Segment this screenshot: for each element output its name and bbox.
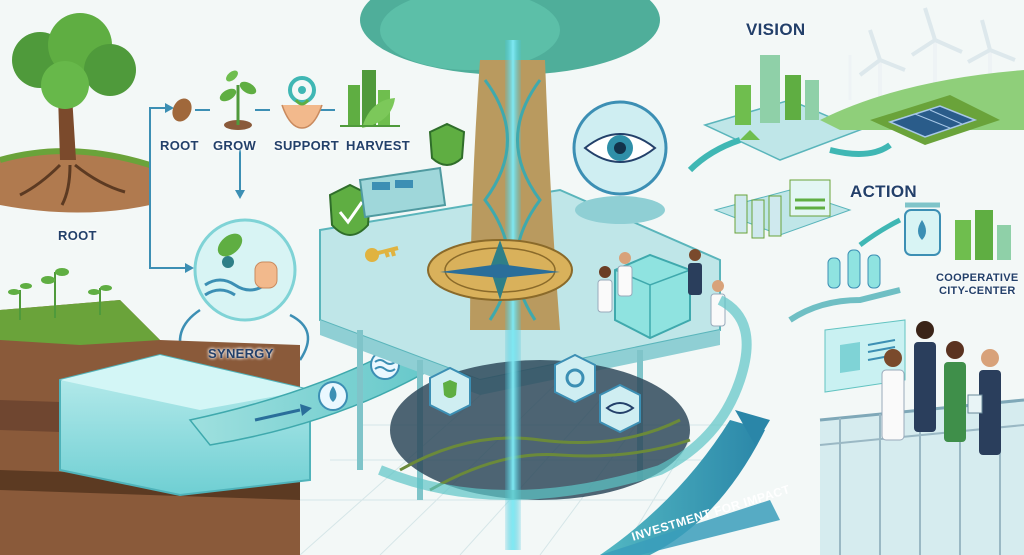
synergy-label: SYNERGY (208, 346, 274, 361)
support-hands-icon (282, 78, 322, 128)
step-harvest-label: HARVEST (346, 138, 410, 153)
action-greenhouse (715, 180, 850, 238)
control-panel (360, 168, 445, 217)
step-root-label: ROOT (160, 138, 199, 153)
step-grow-label: GROW (213, 138, 256, 153)
step-support-label: SUPPORT (274, 138, 339, 153)
seed-icon (169, 95, 195, 124)
sprout-icon (218, 68, 259, 130)
action-label: ACTION (850, 182, 917, 202)
cooperative-buildings (955, 210, 1011, 260)
city-center-line2: CITY-CENTER (936, 285, 1019, 298)
city-leaf-icon (340, 70, 400, 128)
vision-label: VISION (746, 20, 805, 40)
compass-icon (428, 240, 572, 300)
eye-icon (574, 102, 666, 224)
water-drop-icon (319, 382, 347, 410)
city-center-line1: COOPERATIVE (936, 272, 1019, 285)
synergy-sphere (195, 220, 295, 320)
tree-icon (0, 13, 150, 213)
root-tree-label: ROOT (58, 228, 97, 243)
cooperative-city-center-label: COOPERATIVE CITY-CENTER (936, 272, 1019, 298)
